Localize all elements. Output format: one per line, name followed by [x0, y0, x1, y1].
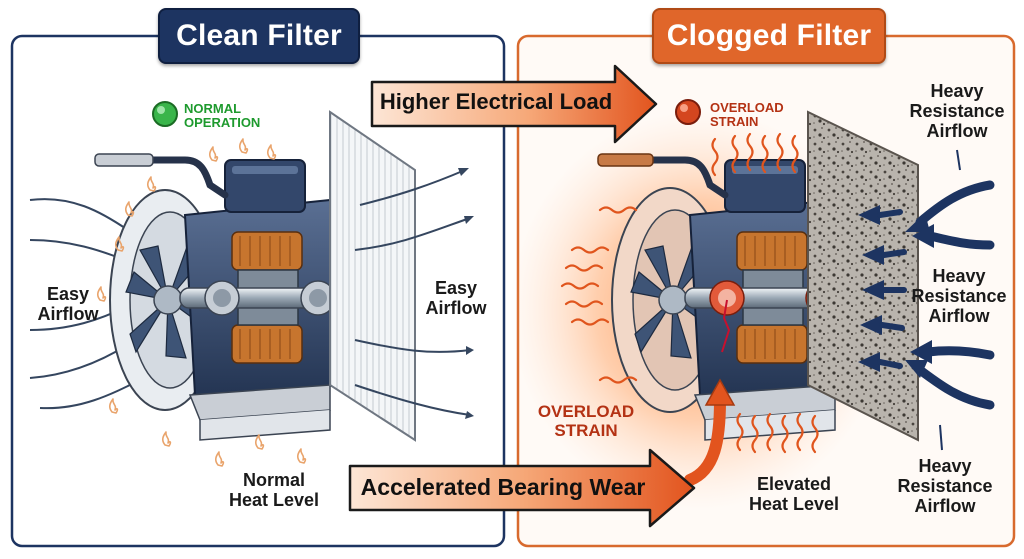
- higher-load-arrow: [370, 64, 658, 144]
- easy-airflow-right-label: Easy Airflow: [418, 278, 494, 318]
- label-line: Heavy: [918, 456, 972, 476]
- label-line: Heavy: [932, 266, 986, 286]
- normal-operation-status: NORMAL OPERATION: [184, 102, 260, 129]
- status-line: STRAIN: [710, 113, 759, 129]
- label-line: Heavy: [930, 81, 984, 101]
- label-line: Heat Level: [228, 490, 320, 511]
- status-line: OVERLOAD: [710, 100, 784, 115]
- overload-strain-side-label: OVERLOAD STRAIN: [536, 402, 636, 440]
- clean-filter-title: Clean Filter: [158, 8, 360, 64]
- label-line: Elevated: [756, 474, 832, 494]
- overload-status-light: [675, 99, 701, 125]
- label-line: Easy: [46, 284, 90, 304]
- bearing-wear-arrow: [348, 448, 696, 528]
- clogged-filter-title: Clogged Filter: [652, 8, 886, 64]
- overload-strain-status: OVERLOAD STRAIN: [710, 101, 784, 128]
- label-line: Airflow: [37, 304, 99, 325]
- label-line: Resistance: [897, 476, 993, 497]
- heavy-resistance-airflow-bottom-label: Heavy Resistance Airflow: [884, 456, 1006, 516]
- clean-status-light: [152, 101, 178, 127]
- label-line: STRAIN: [554, 421, 618, 441]
- label-line: Airflow: [425, 298, 487, 319]
- bearing-wear-curved-arrow: [684, 394, 726, 486]
- label-line: Airflow: [928, 306, 990, 327]
- heavy-resistance-airflow-top-label: Heavy Resistance Airflow: [898, 81, 1016, 141]
- easy-airflow-left-label: Easy Airflow: [30, 284, 106, 324]
- label-line: Heat Level: [748, 494, 840, 515]
- clean-motor-illustration: [29, 110, 474, 467]
- label-line: OVERLOAD: [537, 402, 635, 421]
- normal-heat-level-label: Normal Heat Level: [218, 470, 330, 510]
- label-line: Airflow: [926, 121, 988, 142]
- label-line: Easy: [434, 278, 478, 298]
- heavy-resistance-airflow-mid-label: Heavy Resistance Airflow: [902, 266, 1016, 326]
- label-line: Resistance: [911, 286, 1007, 307]
- accelerated-bearing-wear-label: Accelerated Bearing Wear: [360, 474, 646, 500]
- status-line: NORMAL: [184, 101, 242, 116]
- label-line: Resistance: [909, 101, 1005, 122]
- status-line: OPERATION: [184, 114, 261, 130]
- elevated-heat-level-label: Elevated Heat Level: [738, 474, 850, 514]
- higher-electrical-load-label: Higher Electrical Load: [379, 89, 613, 114]
- label-line: Airflow: [914, 496, 976, 517]
- clogged-motor-illustration: [510, 110, 995, 510]
- label-line: Normal: [242, 470, 305, 490]
